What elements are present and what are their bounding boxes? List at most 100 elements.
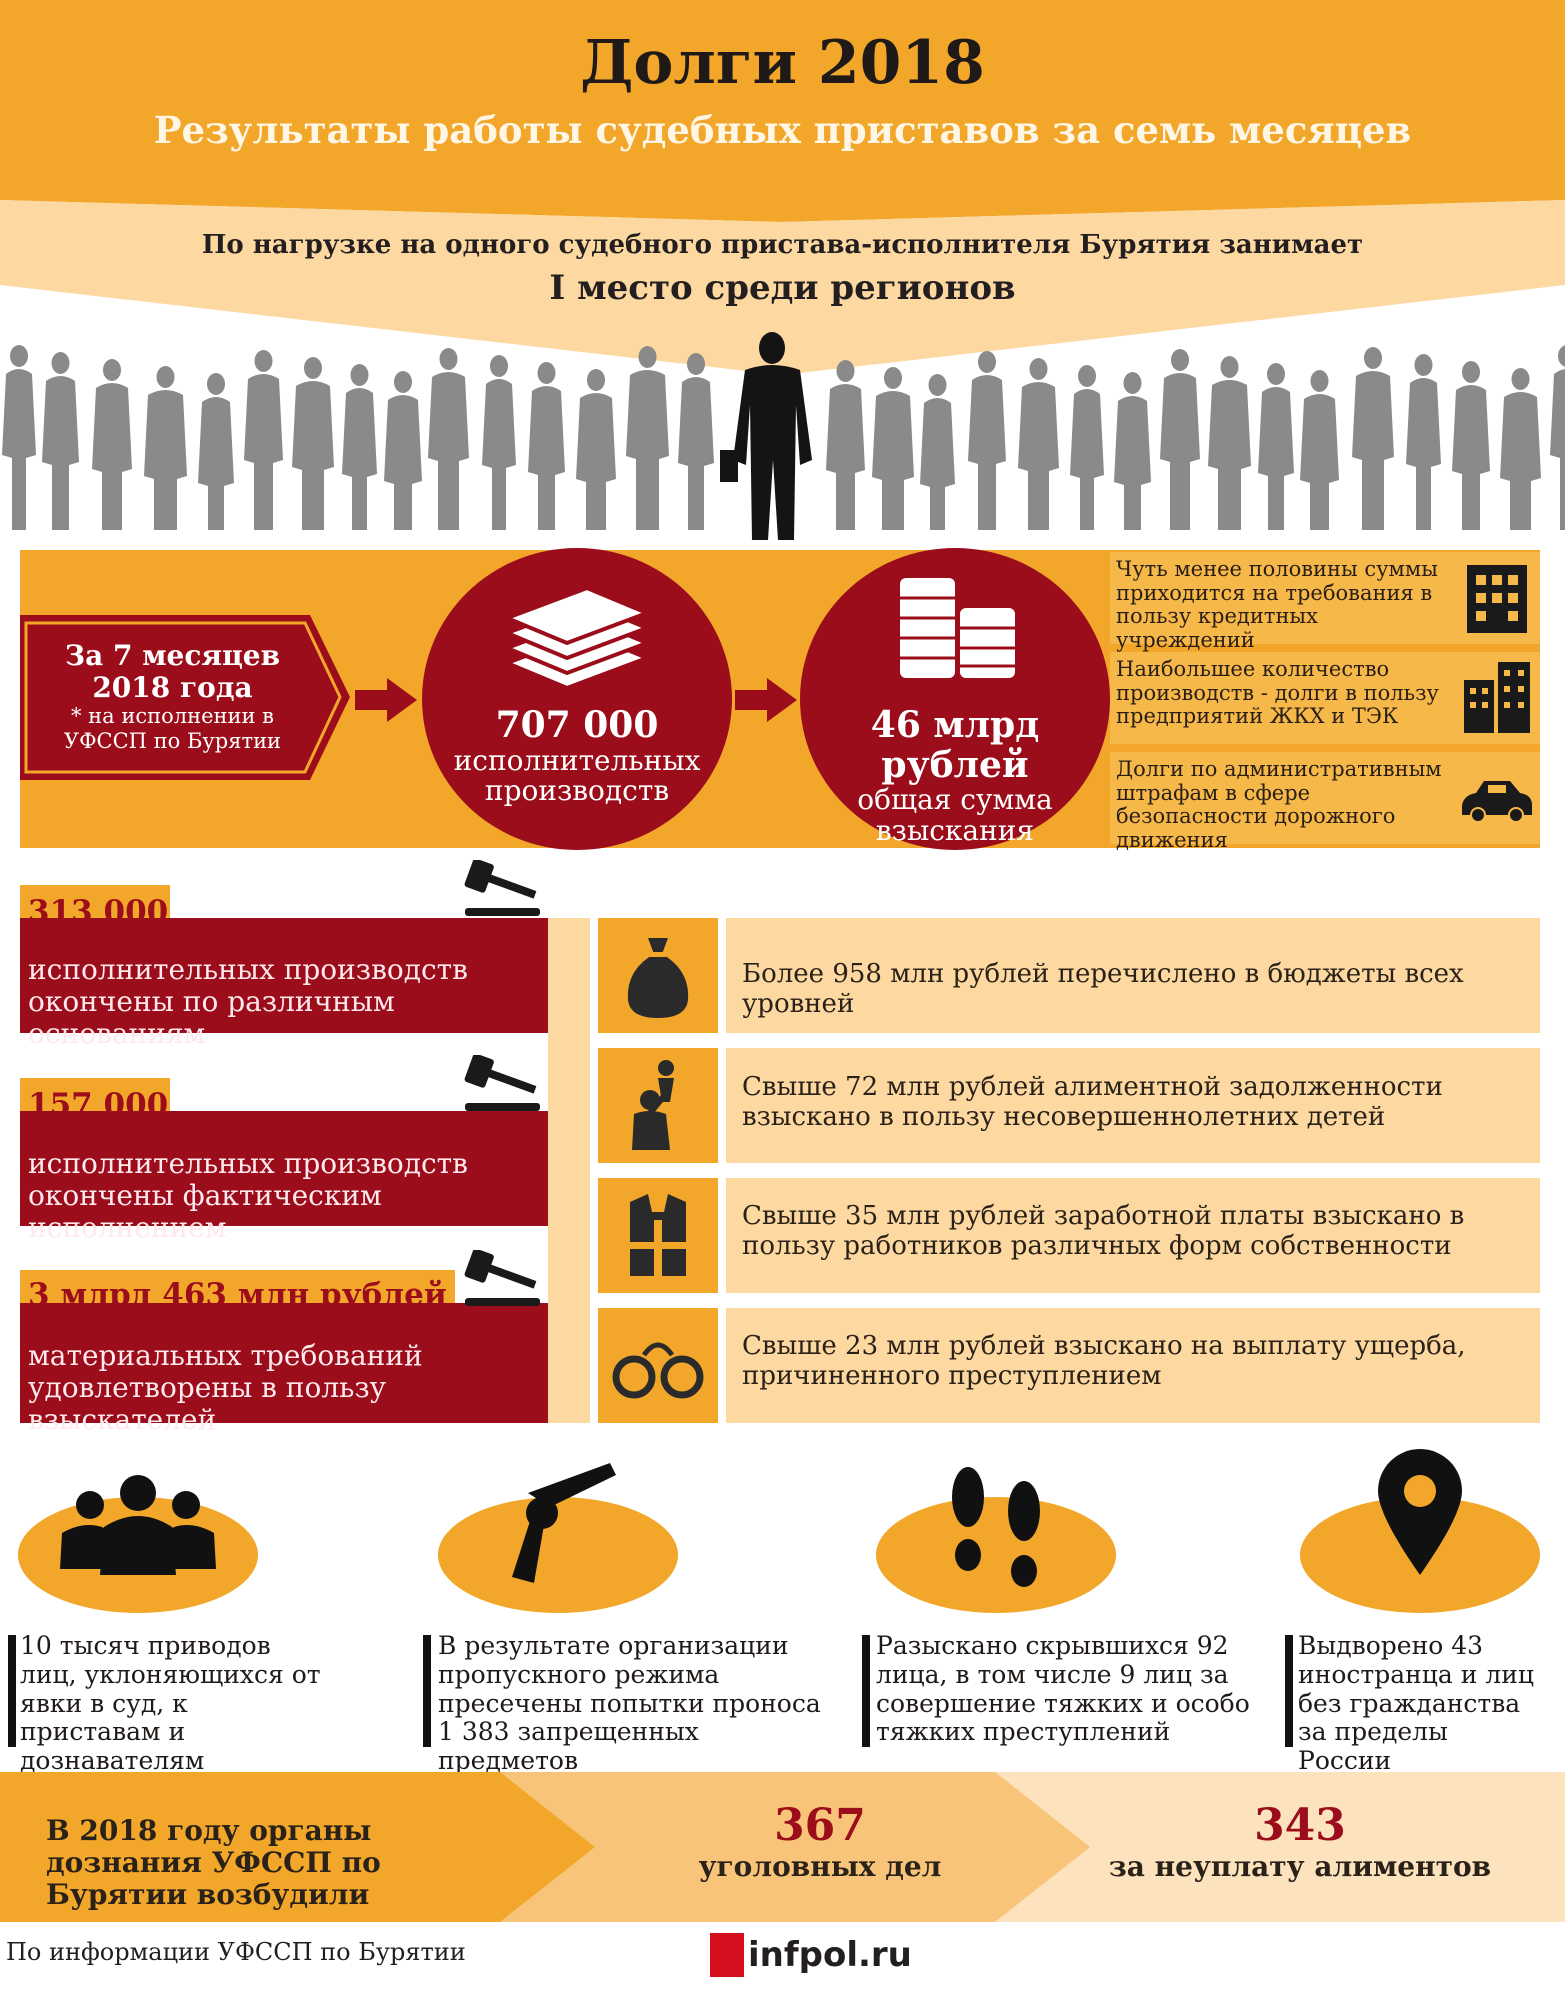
activity-text: 10 тысяч приводов лиц, уклоняющихся от я…: [20, 1631, 321, 1775]
cases-label: исполнительных производств: [453, 743, 701, 808]
activity-marker: [423, 1635, 431, 1747]
activity-badge: [18, 1475, 258, 1613]
footprints-icon: [952, 1467, 1040, 1587]
amount-text: 46 млрд рублей общая сумма взыскания: [805, 704, 1105, 847]
page-title: Долги 2018: [580, 28, 985, 98]
arrow-right-icon: [735, 678, 797, 722]
crowd-person-body: [1550, 369, 1565, 530]
crowd-person-body: [428, 372, 469, 530]
cases-text: 707 000 исполнительных производств: [432, 704, 722, 808]
location-pin-icon: [1378, 1449, 1462, 1575]
crowd-person-body: [920, 398, 955, 530]
crowd-person-body: [1300, 394, 1339, 530]
parent-child-icon: [632, 1060, 674, 1150]
crowd-person-head: [254, 350, 273, 372]
crowd-person-head: [978, 351, 996, 373]
result-card: [20, 1303, 548, 1423]
coin-stacks-icon: [900, 578, 1015, 678]
crowd-person-body: [384, 395, 422, 530]
money-bag-icon: [627, 938, 689, 1018]
criminal-cases-label: уголовных дел: [698, 1850, 942, 1883]
recovery-text: Свыше 35 млн рублей заработной платы взы…: [742, 1201, 1465, 1261]
crowd-person-head: [1558, 345, 1565, 367]
crowd-person-head: [156, 366, 175, 388]
crowd-person-body: [576, 393, 616, 530]
crowd-person-body: [144, 390, 187, 530]
activity-badge: [876, 1467, 1116, 1613]
period-title: За 7 месяцев 2018 года: [64, 639, 281, 705]
crowd-person-head: [1078, 365, 1096, 387]
crowd-person-head: [1267, 363, 1285, 385]
recovery-card: [726, 1308, 1540, 1423]
crowd-person-body: [92, 383, 132, 530]
activity-text: Разыскано скрывшихся 92 лица, в том числ…: [876, 1631, 1250, 1747]
logo-text: infpol.ru: [748, 1935, 912, 1975]
bailiff-silhouette-icon: [720, 332, 812, 540]
ranking-banner: [0, 200, 1565, 375]
result-value: 157 000: [28, 1087, 169, 1123]
activity-text: Выдворено 43 иностранца и лиц без гражда…: [1298, 1631, 1534, 1775]
crowd-person-head: [1310, 370, 1329, 392]
cases-circle: [422, 548, 732, 850]
activity-marker: [862, 1635, 870, 1747]
source-note: По информации УФССП по Бурятии: [6, 1938, 466, 1966]
period-note: * на исполнении в УФССП по Бурятии: [63, 704, 282, 753]
criminal-band: [0, 1772, 1565, 1922]
crowd-person-body: [826, 384, 865, 530]
bank-building-icon: [1467, 565, 1527, 633]
result-card: [20, 918, 548, 1033]
crowd-person-body: [1160, 373, 1200, 530]
crowd-person-body: [528, 386, 565, 530]
crowd-person-body: [1070, 389, 1104, 530]
crowd-person-head: [350, 364, 369, 386]
crowd-person-head: [884, 367, 902, 389]
activity-badge: [438, 1463, 678, 1613]
crowd-person-head: [1462, 361, 1480, 383]
infpol-logo[interactable]: infpol.ru: [710, 1930, 912, 1980]
crowd-person-body: [1208, 380, 1251, 530]
crowd-person-head: [638, 346, 657, 368]
paper-stack-icon: [501, 585, 653, 691]
crowd-person-body: [2, 369, 36, 530]
crowd-person-body: [42, 376, 79, 530]
crowd-person-head: [490, 355, 508, 377]
handcuffs-icon: [612, 1342, 704, 1399]
alimony-cases-value: 343: [1254, 1800, 1346, 1851]
recovery-card: [726, 918, 1540, 1033]
crowd-person-head: [439, 348, 458, 370]
amount-label: общая сумма взыскания: [857, 783, 1053, 847]
recovery-text: Свыше 72 млн рублей алиментной задолженн…: [742, 1072, 1443, 1132]
recovery-card: [726, 1178, 1540, 1293]
crowd-person-body: [1018, 382, 1059, 530]
alimony-cases: 343 за неуплату алиментов: [1100, 1800, 1500, 1883]
activity-marker: [8, 1635, 16, 1747]
crowd-person-head: [687, 353, 705, 375]
logo-mark-icon: [710, 1933, 744, 1977]
revolver-icon: [512, 1463, 616, 1583]
result-value: 3 млрд 463 млн рублей: [28, 1277, 447, 1313]
crowd-person-body: [1114, 396, 1151, 530]
crowd-person-head: [1364, 347, 1382, 369]
crowd-person-body: [1452, 385, 1490, 530]
amount-value: 46 млрд рублей: [870, 704, 1040, 786]
crowd-person-head: [1123, 372, 1142, 394]
crowd-person-body: [244, 374, 283, 530]
gavel-icon: [464, 860, 540, 916]
recovery-text: Свыше 23 млн рублей взыскано на выплату …: [742, 1331, 1466, 1391]
activity-marker: [1285, 1635, 1293, 1747]
arrow-right-icon: [355, 678, 417, 722]
ranking-place: I место среди регионов: [549, 268, 1016, 308]
crowd-person-body: [342, 388, 377, 530]
result-desc: исполнительных производств окончены факт…: [28, 1147, 468, 1245]
note-traffic-fines: Долги по административным штрафам в сфер…: [1116, 757, 1442, 852]
crowd-person-head: [1029, 358, 1048, 380]
result-desc: материальных требований удовлетворены в …: [28, 1339, 423, 1437]
note-banks: Чуть менее половины суммы приходится на …: [1116, 557, 1438, 652]
cases-value: 707 000: [495, 704, 659, 746]
crowd-person-body: [1406, 378, 1441, 530]
crowd-silhouettes: [2, 332, 1565, 540]
result-desc: исполнительных производств окончены по р…: [28, 953, 468, 1051]
crowd-person-head: [103, 359, 121, 381]
crowd-person-head: [1171, 349, 1189, 371]
amount-circle: [800, 548, 1110, 850]
